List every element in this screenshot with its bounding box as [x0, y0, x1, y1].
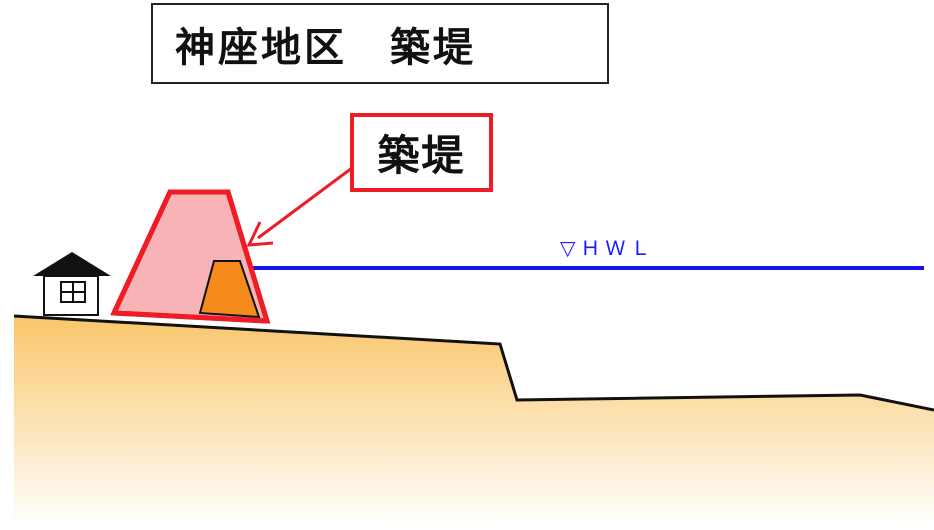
embankment-callout-box: 築堤	[350, 113, 493, 192]
ground-fill	[14, 316, 934, 526]
callout-arrow-line	[257, 166, 353, 240]
title-text: 神座地区 築堤	[175, 24, 476, 71]
embankment-base-line	[113, 310, 268, 324]
callout-arrow-head	[246, 221, 274, 247]
ground-surface-line	[13, 314, 934, 412]
hwl-label: ▽ＨＷＬ	[560, 236, 656, 260]
embankment-outline	[111, 189, 270, 322]
existing-bank-shape	[198, 260, 261, 319]
title-box: 神座地区 築堤	[151, 3, 609, 84]
house-icon	[33, 252, 111, 316]
embankment-callout-label: 築堤	[377, 131, 466, 180]
